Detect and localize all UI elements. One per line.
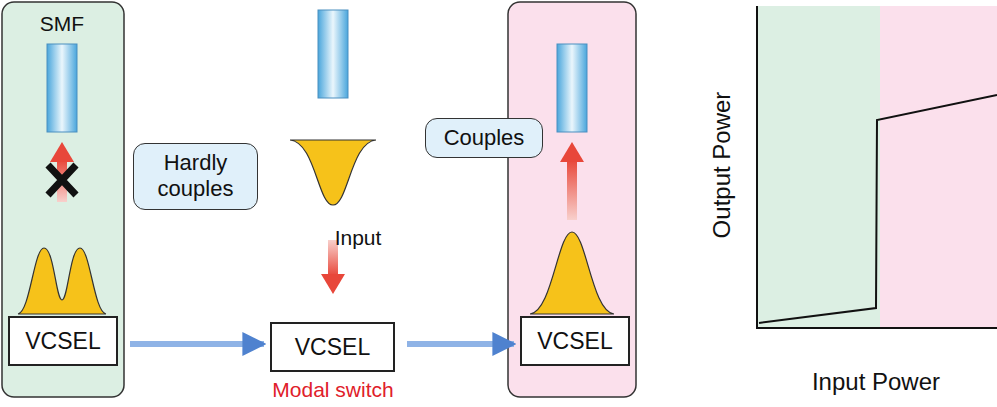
arrow-head xyxy=(560,142,584,162)
axes xyxy=(757,6,997,328)
response-curve xyxy=(759,95,997,323)
vcsel-box: VCSEL xyxy=(270,322,395,372)
axis-label: Output Power xyxy=(708,92,736,239)
node-text: VCSEL xyxy=(25,328,100,355)
vcsel-box: VCSEL xyxy=(520,316,630,366)
input-beam xyxy=(290,140,376,205)
arrow-shaft xyxy=(567,160,577,220)
switch-label: Modal switch xyxy=(272,378,393,402)
callout-bubble: Hardly couples xyxy=(133,143,258,210)
callout-bubble: Couples xyxy=(425,118,543,158)
fiber xyxy=(557,44,587,132)
state-panel xyxy=(2,2,124,397)
mode-profile xyxy=(18,248,106,314)
node-text: VCSEL xyxy=(295,334,370,361)
region-low xyxy=(757,6,880,328)
mode-profile xyxy=(530,232,614,314)
beam-label: Input xyxy=(335,226,382,250)
cross-mark xyxy=(48,165,76,195)
transition-arrow xyxy=(130,341,264,347)
arrow-head xyxy=(321,274,345,294)
node-text: Couples xyxy=(444,125,525,151)
state-panel xyxy=(508,2,636,397)
axis-label: Input Power xyxy=(812,368,940,396)
node-text: VCSEL xyxy=(537,328,612,355)
transition-arrow xyxy=(407,341,514,347)
fiber-label: SMF xyxy=(40,12,84,36)
fiber xyxy=(318,10,348,98)
fiber xyxy=(47,44,77,132)
node-text: Hardly couples xyxy=(142,150,249,203)
vcsel-box: VCSEL xyxy=(8,316,118,366)
arrow-head xyxy=(50,142,74,162)
region-high xyxy=(880,6,997,328)
